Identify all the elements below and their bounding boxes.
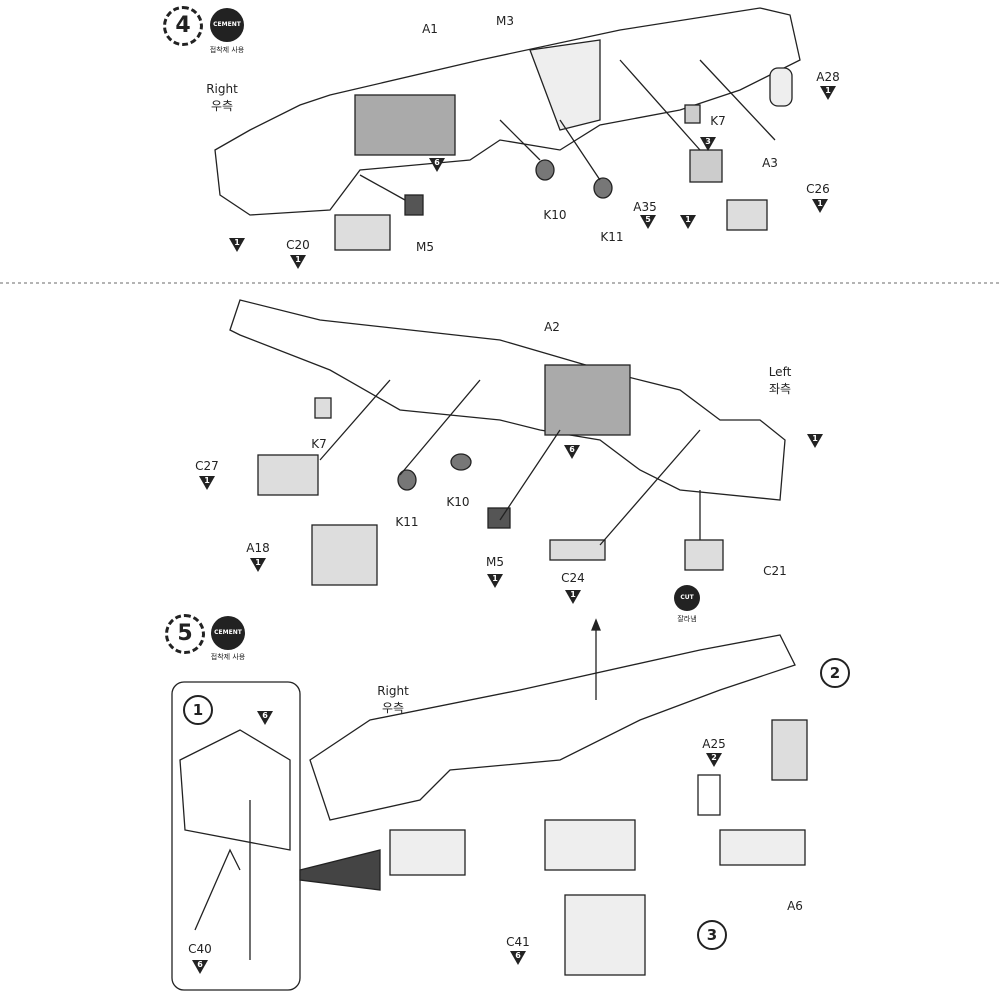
plastic-color-marker: 1 [487,574,503,588]
plastic-color-marker: 1 [807,434,823,448]
plastic-color-marker: 6 [429,158,445,172]
plastic-color-marker: 3 [700,137,716,151]
left-label: Left [768,365,792,379]
plastic-color-marker: 1 [680,215,696,229]
cut-icon: CUT [674,585,700,611]
plastic-color-marker: 6 [257,711,273,725]
step-4-badge: 4 [163,6,203,46]
detail-2-badge: 2 [820,658,850,688]
plastic-color-marker: 1 [820,86,836,100]
cement-icon: CEMENT [211,616,245,650]
plastic-color-marker: 1 [565,590,581,604]
cement-note: 접착제 사용 [209,46,245,54]
cement-note: 접착제 사용 [210,653,246,661]
plastic-color-marker: 1 [250,558,266,572]
plastic-color-marker: 2 [706,753,722,767]
part-label: A6 [787,899,803,913]
plastic-color-marker: 1 [199,476,215,490]
part-label: K7 [710,114,726,128]
step-5-badge: 5 [165,614,205,654]
part-label: C27 [195,459,219,473]
right-label: Right [377,684,409,698]
detail-1-badge: 1 [183,695,213,725]
left-label-ko: 좌측 [768,382,792,396]
cut-note: 잘라냄 [677,615,697,623]
part-label: A2 [544,320,560,334]
part-label: A28 [816,70,840,84]
part-label: C21 [763,564,787,578]
part-label: K11 [600,230,624,244]
part-label: K7 [311,437,327,451]
cement-icon: CEMENT [210,8,244,42]
right-label-ko: 우측 [381,701,405,715]
part-label: C24 [561,571,585,585]
plastic-color-marker: 1 [812,199,828,213]
part-label: M5 [416,240,434,254]
part-label: A3 [762,156,778,170]
part-label: C26 [806,182,830,196]
right-label: Right [206,82,238,96]
part-label: M5 [486,555,504,569]
part-label: C41 [506,935,530,949]
plastic-color-marker: 5 [640,215,656,229]
plastic-color-marker: 1 [229,238,245,252]
part-label: A35 [633,200,657,214]
right-label-ko: 우측 [210,99,234,113]
plastic-color-marker: 6 [564,445,580,459]
part-label: A25 [702,737,726,751]
part-label: A1 [422,22,438,36]
plastic-color-marker: 1 [290,255,306,269]
detail-3-badge: 3 [697,920,727,950]
fuselage-right-half [214,7,801,216]
plastic-color-marker: 6 [192,960,208,974]
part-label: C40 [188,942,212,956]
part-label: M3 [496,14,514,28]
part-label: A18 [246,541,270,555]
fuselage-step5 [309,634,796,821]
plastic-color-marker: 6 [510,951,526,965]
fuselage-left-half [229,299,786,501]
part-label: K10 [543,208,567,222]
part-label: C20 [286,238,310,252]
part-label: K10 [446,495,470,509]
part-label: K11 [395,515,419,529]
